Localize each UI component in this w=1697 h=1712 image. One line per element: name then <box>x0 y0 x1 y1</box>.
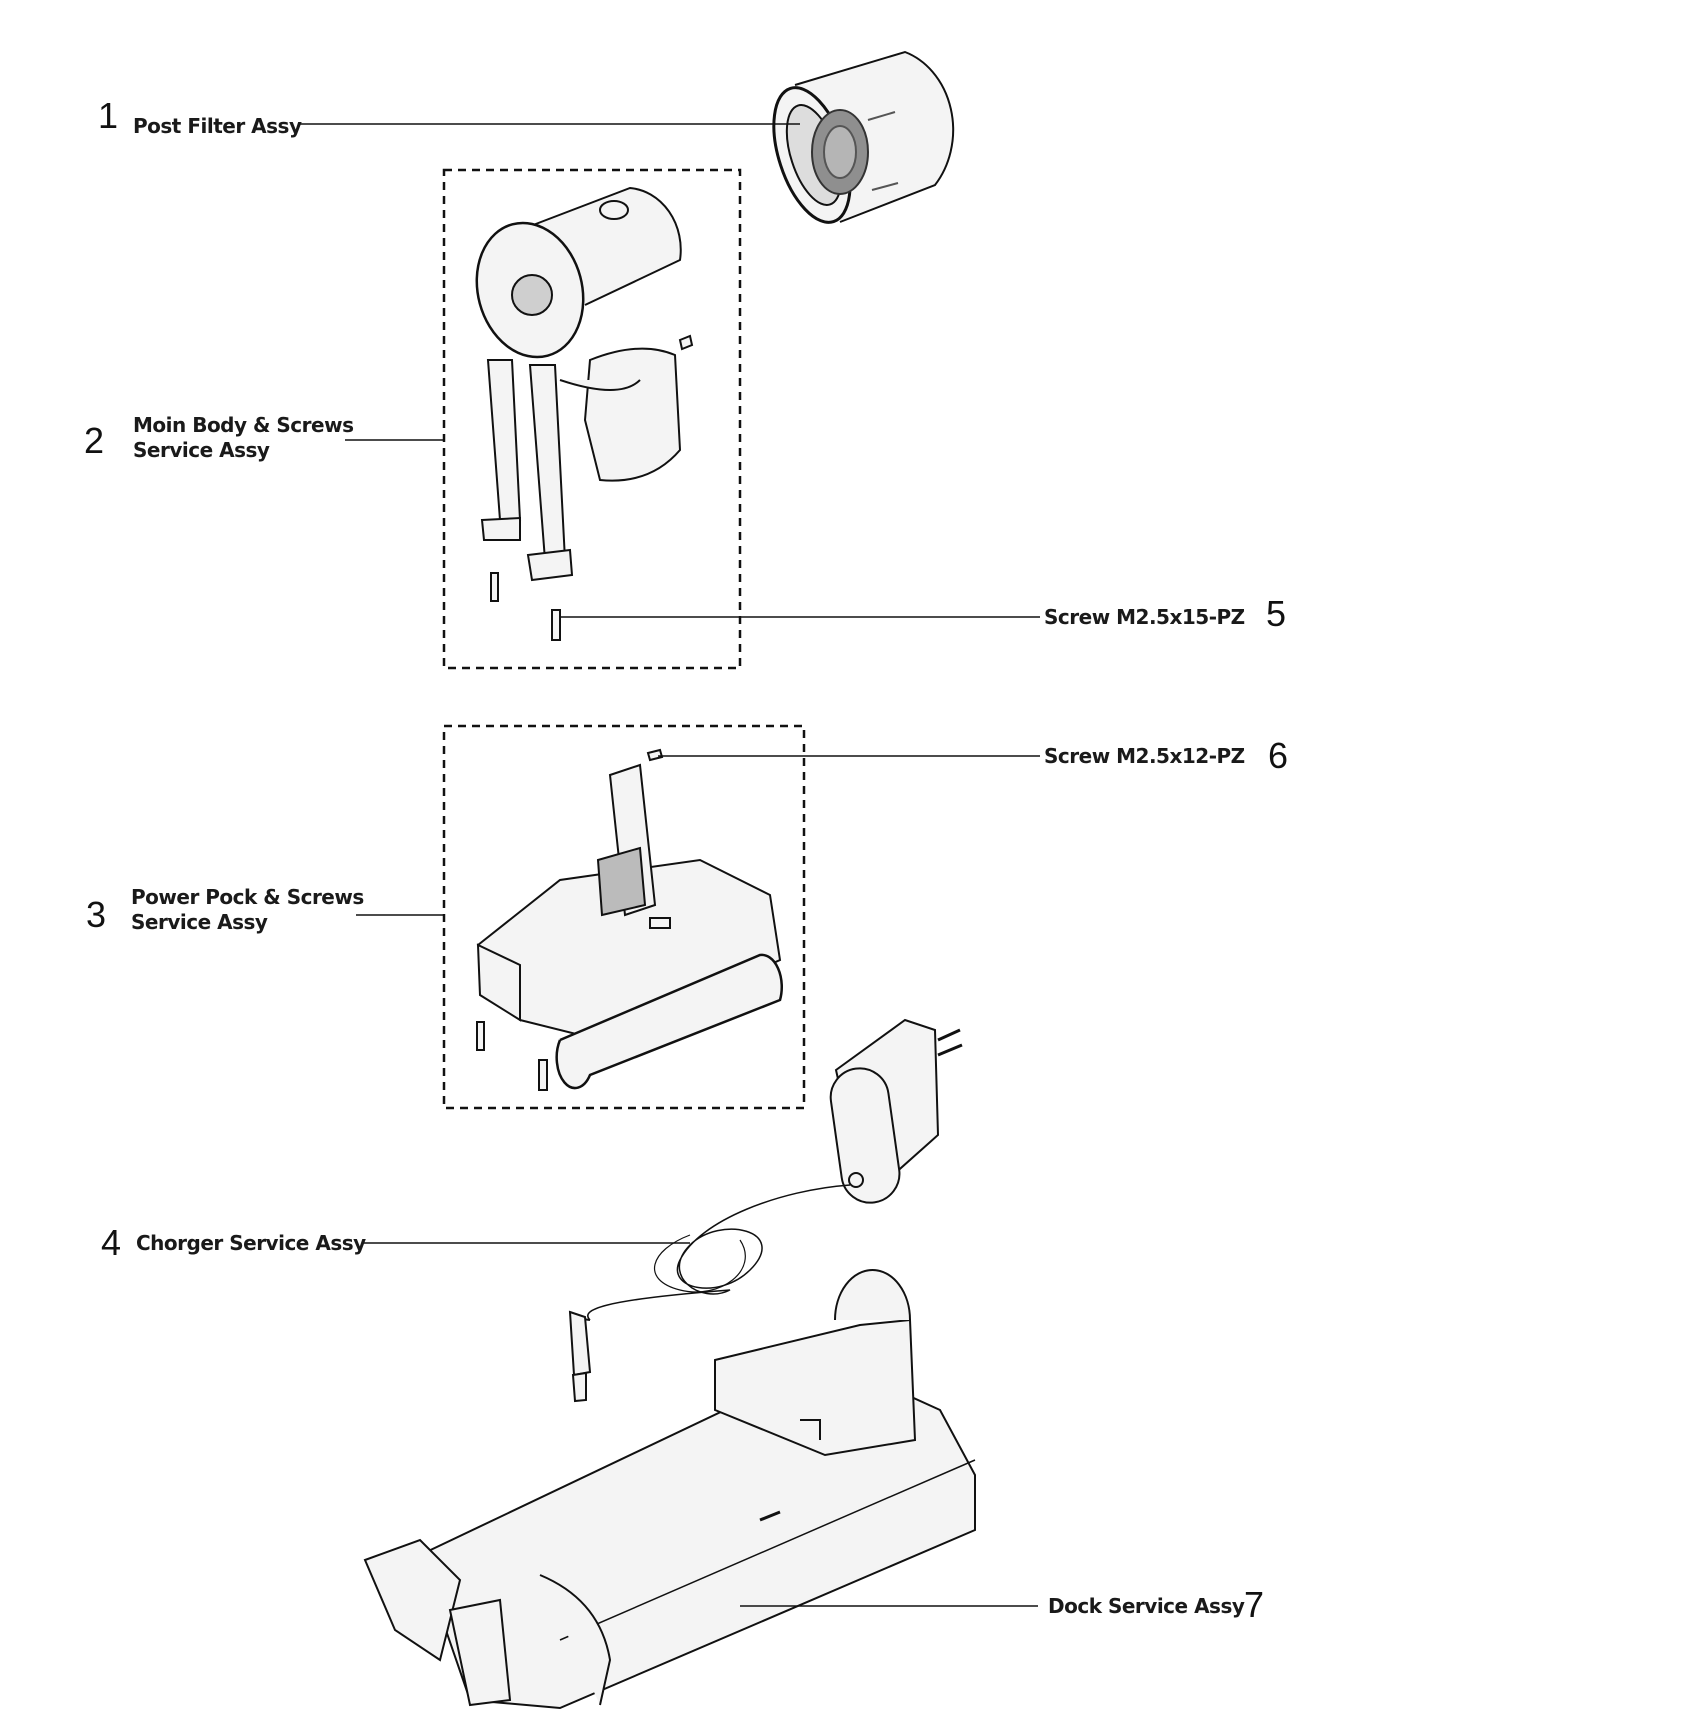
main-body-dashed-box <box>442 168 742 670</box>
callout-number-4: 4 <box>101 1222 122 1263</box>
callout-label-charger: Chorger Service Assy <box>136 1231 366 1256</box>
post-filter-icon <box>772 50 955 224</box>
callout-label-line1: Power Pock & Screws <box>131 885 364 909</box>
callout-label-screw-m2-5x12: Screw M2.5x12-PZ <box>1044 744 1245 769</box>
callout-label-text: Dock Service Assy <box>1048 1594 1245 1618</box>
callout-label-line2: Service Assy <box>131 910 268 934</box>
callout-label-text: Screw M2.5x12-PZ <box>1044 744 1245 768</box>
callout-label-dock: Dock Service Assy <box>1048 1594 1245 1619</box>
callout-label-main-body: Moin Body & Screws Service Assy <box>133 413 354 463</box>
main-body-icon <box>475 186 682 582</box>
callout-number-6: 6 <box>1268 735 1289 776</box>
callout-label-post-filter: Post Filter Assy <box>133 114 302 139</box>
leader-lines <box>298 123 1040 1607</box>
dock-icon <box>363 1269 976 1710</box>
callout-label-text: Screw M2.5x15-PZ <box>1044 605 1245 629</box>
callout-number-7: 7 <box>1244 1584 1265 1625</box>
callout-label-line2: Service Assy <box>133 438 270 462</box>
callout-label-screw-m2-5x15: Screw M2.5x15-PZ <box>1044 605 1245 630</box>
callout-number-5: 5 <box>1266 593 1287 634</box>
callout-label-line1: Moin Body & Screws <box>133 413 354 437</box>
screw-icon <box>476 748 664 1091</box>
power-pack-icon <box>476 763 784 1090</box>
callout-label-text: Chorger Service Assy <box>136 1231 366 1255</box>
power-pack-dashed-box <box>442 724 806 1110</box>
screw-icon <box>490 334 694 641</box>
callout-number-1: 1 <box>98 95 119 136</box>
callout-label-text: Post Filter Assy <box>133 114 302 138</box>
callout-number-3: 3 <box>86 894 107 935</box>
charger-icon <box>568 1018 963 1403</box>
callout-number-2: 2 <box>84 420 105 461</box>
callout-label-power-pack: Power Pock & Screws Service Assy <box>131 885 364 935</box>
